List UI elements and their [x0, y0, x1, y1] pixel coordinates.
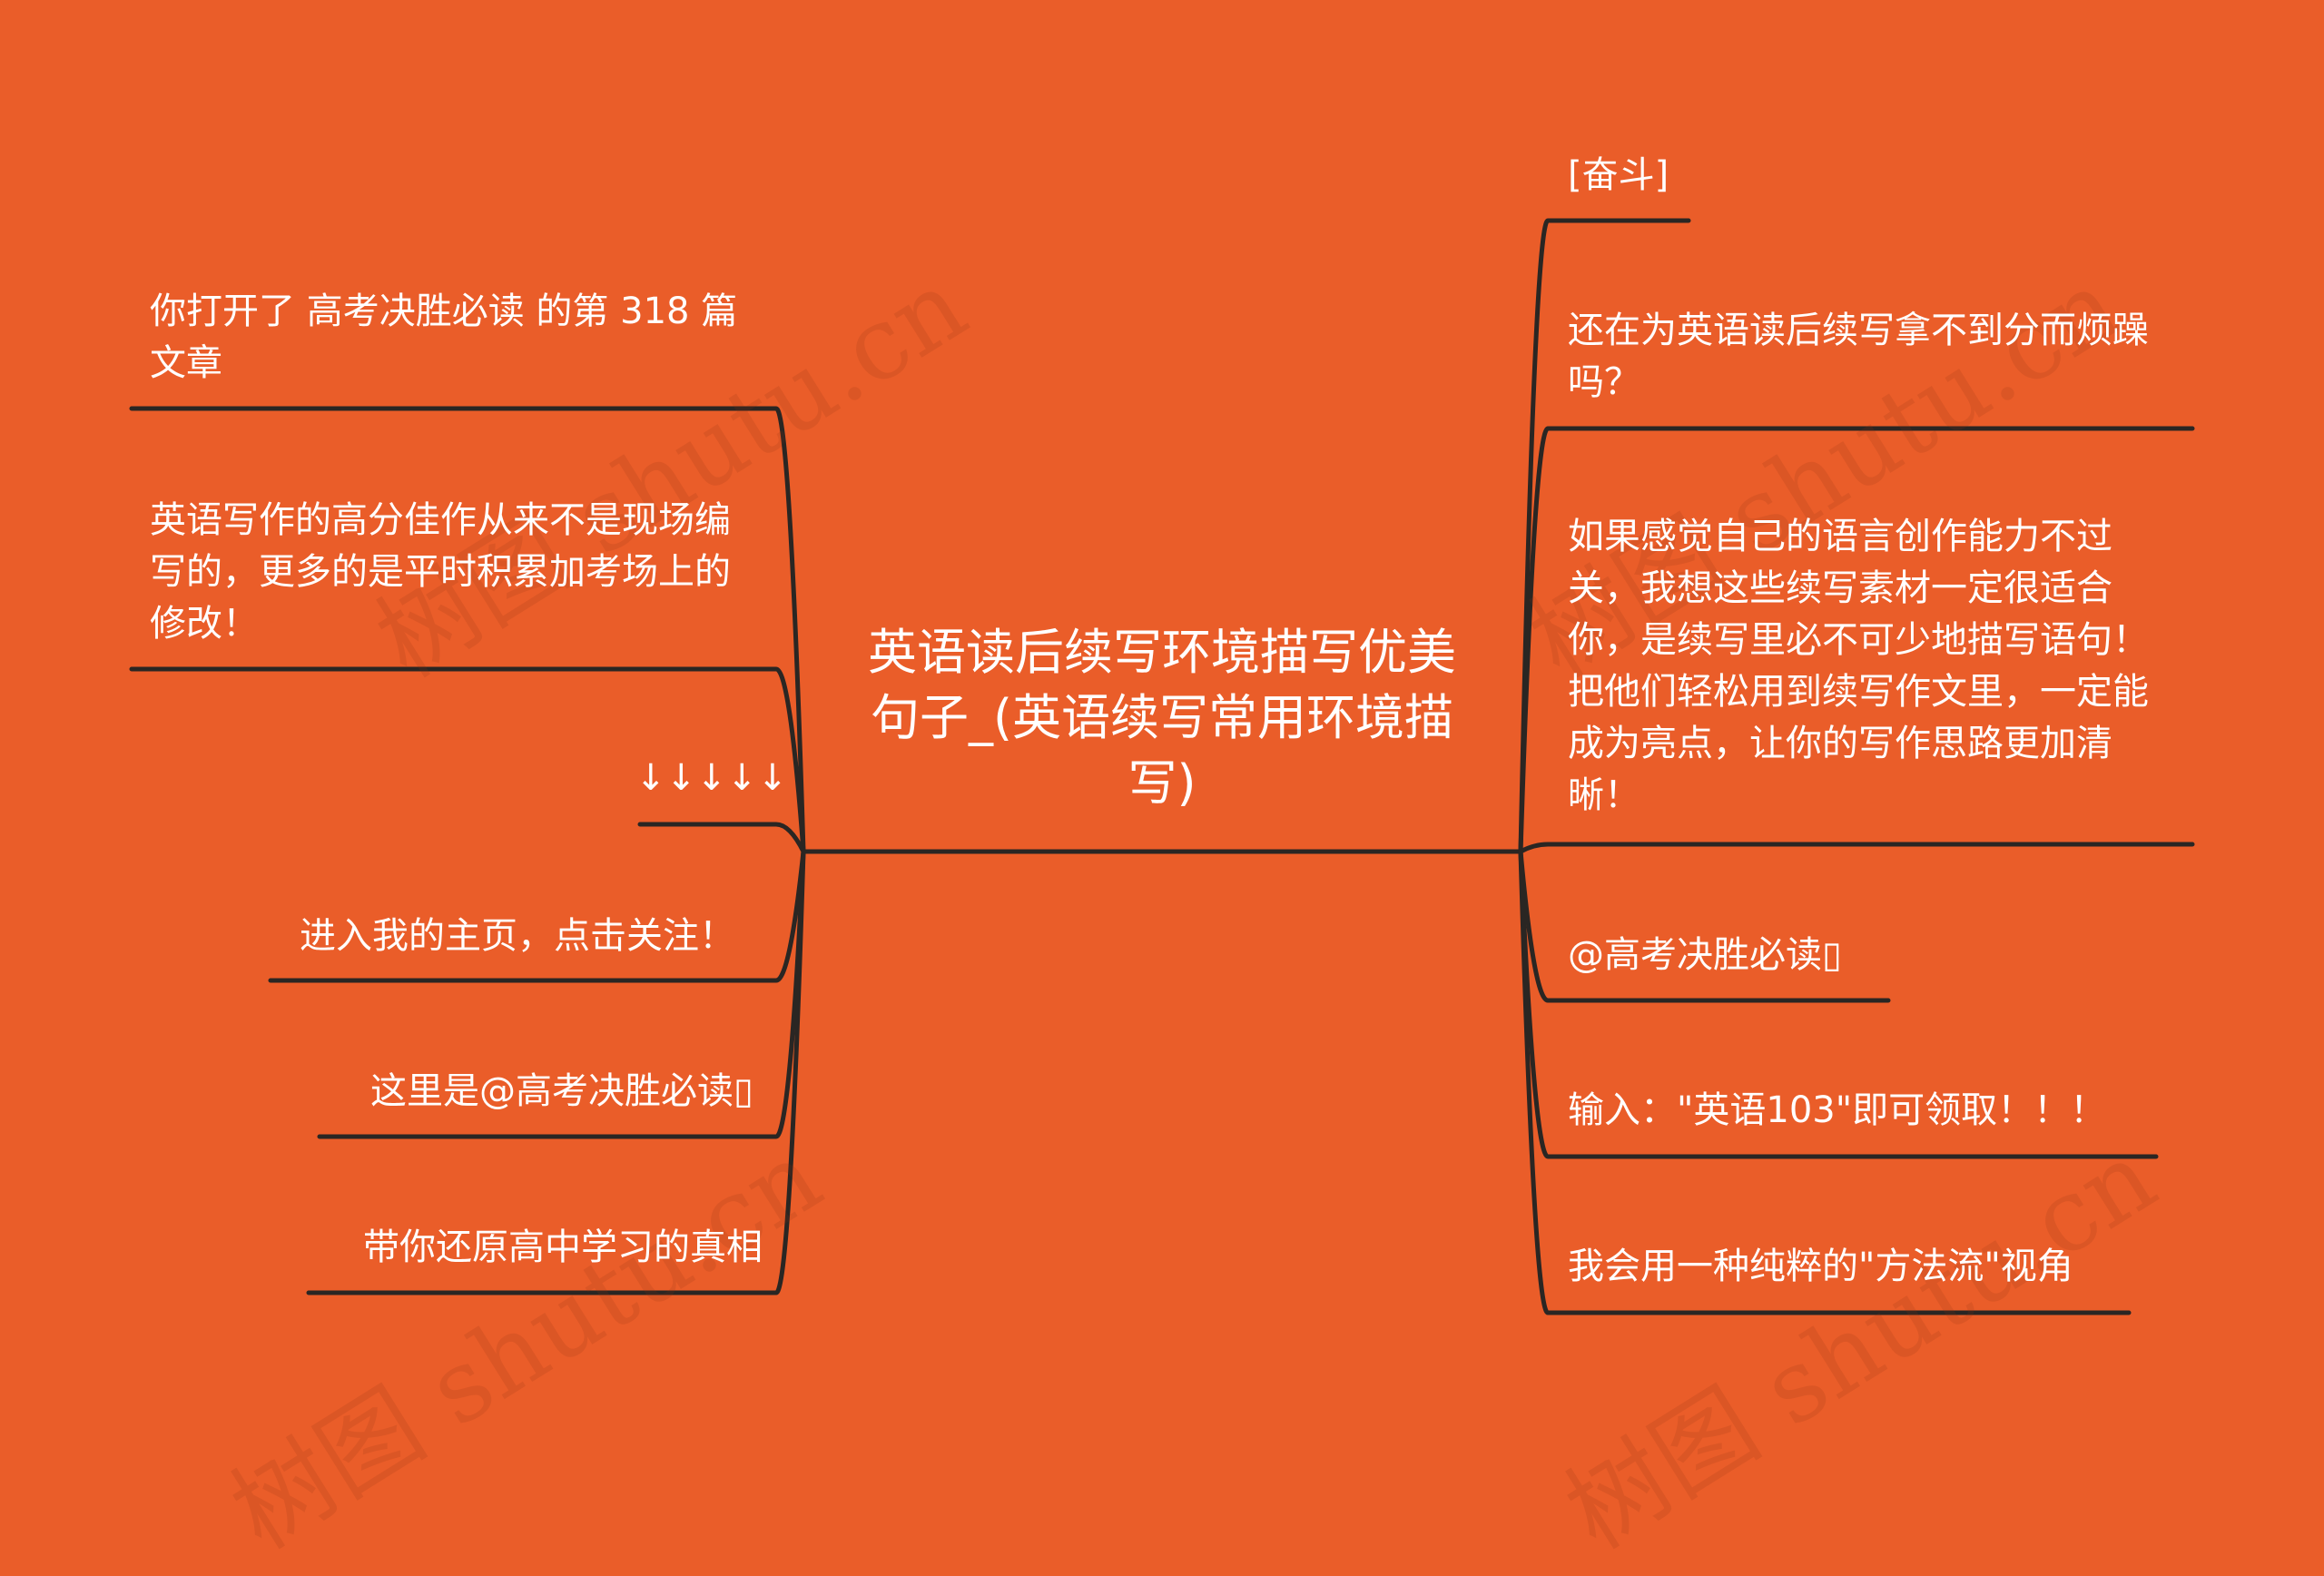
right-node-2[interactable]: 还在为英语读后续写拿不到分而烦躁吗？ — [1568, 310, 2149, 403]
left-branch-2 — [129, 666, 806, 854]
left-branch-6 — [306, 849, 806, 1295]
left-node-3[interactable]: ↓↓↓↓↓ — [635, 757, 788, 799]
right-branch-2 — [1518, 426, 2195, 854]
left-node-1[interactable]: 你打开了 高考决胜必读 的第 318 篇文章 — [150, 291, 738, 384]
central-topic[interactable]: 英语读后续写环境描写优美句子_(英语续写常用环境描写) — [868, 624, 1456, 812]
right-branch-6 — [1518, 849, 2132, 1315]
left-node-6[interactable]: 带你还原高中学习的真相 — [363, 1226, 763, 1268]
right-node-4[interactable]: @高考决胜必读▯ — [1568, 934, 1843, 976]
right-branch-3 — [1518, 842, 2195, 854]
left-node-2[interactable]: 英语写作的高分佳作从来不是现场编写的，更多的是平时积累加考场上的修改！ — [150, 499, 731, 645]
right-node-5[interactable]: 输入："英语103"即可领取！！！ — [1568, 1089, 2107, 1131]
left-node-4[interactable]: 进入我的主页，点击关注！ — [300, 915, 735, 957]
left-branch-3 — [637, 822, 806, 854]
connector-lines — [129, 218, 2195, 1315]
mind-map-canvas: 树图 shutu.cn 树图 shutu.cn 树图 shutu.cn 树图 s… — [129, 154, 2195, 1571]
right-node-3[interactable]: 如果感觉自己的语言创作能力不过关，我想这些续写素材一定很适合你，是续写里必不可少… — [1568, 516, 2149, 816]
left-node-5[interactable]: 这里是@高考决胜必读▯ — [369, 1070, 753, 1112]
right-node-6[interactable]: 我会用一种纯粹的"方法流"视角 — [1568, 1246, 2073, 1287]
right-node-1[interactable]: [奋斗] — [1568, 154, 1669, 196]
left-branch-1 — [129, 406, 806, 854]
